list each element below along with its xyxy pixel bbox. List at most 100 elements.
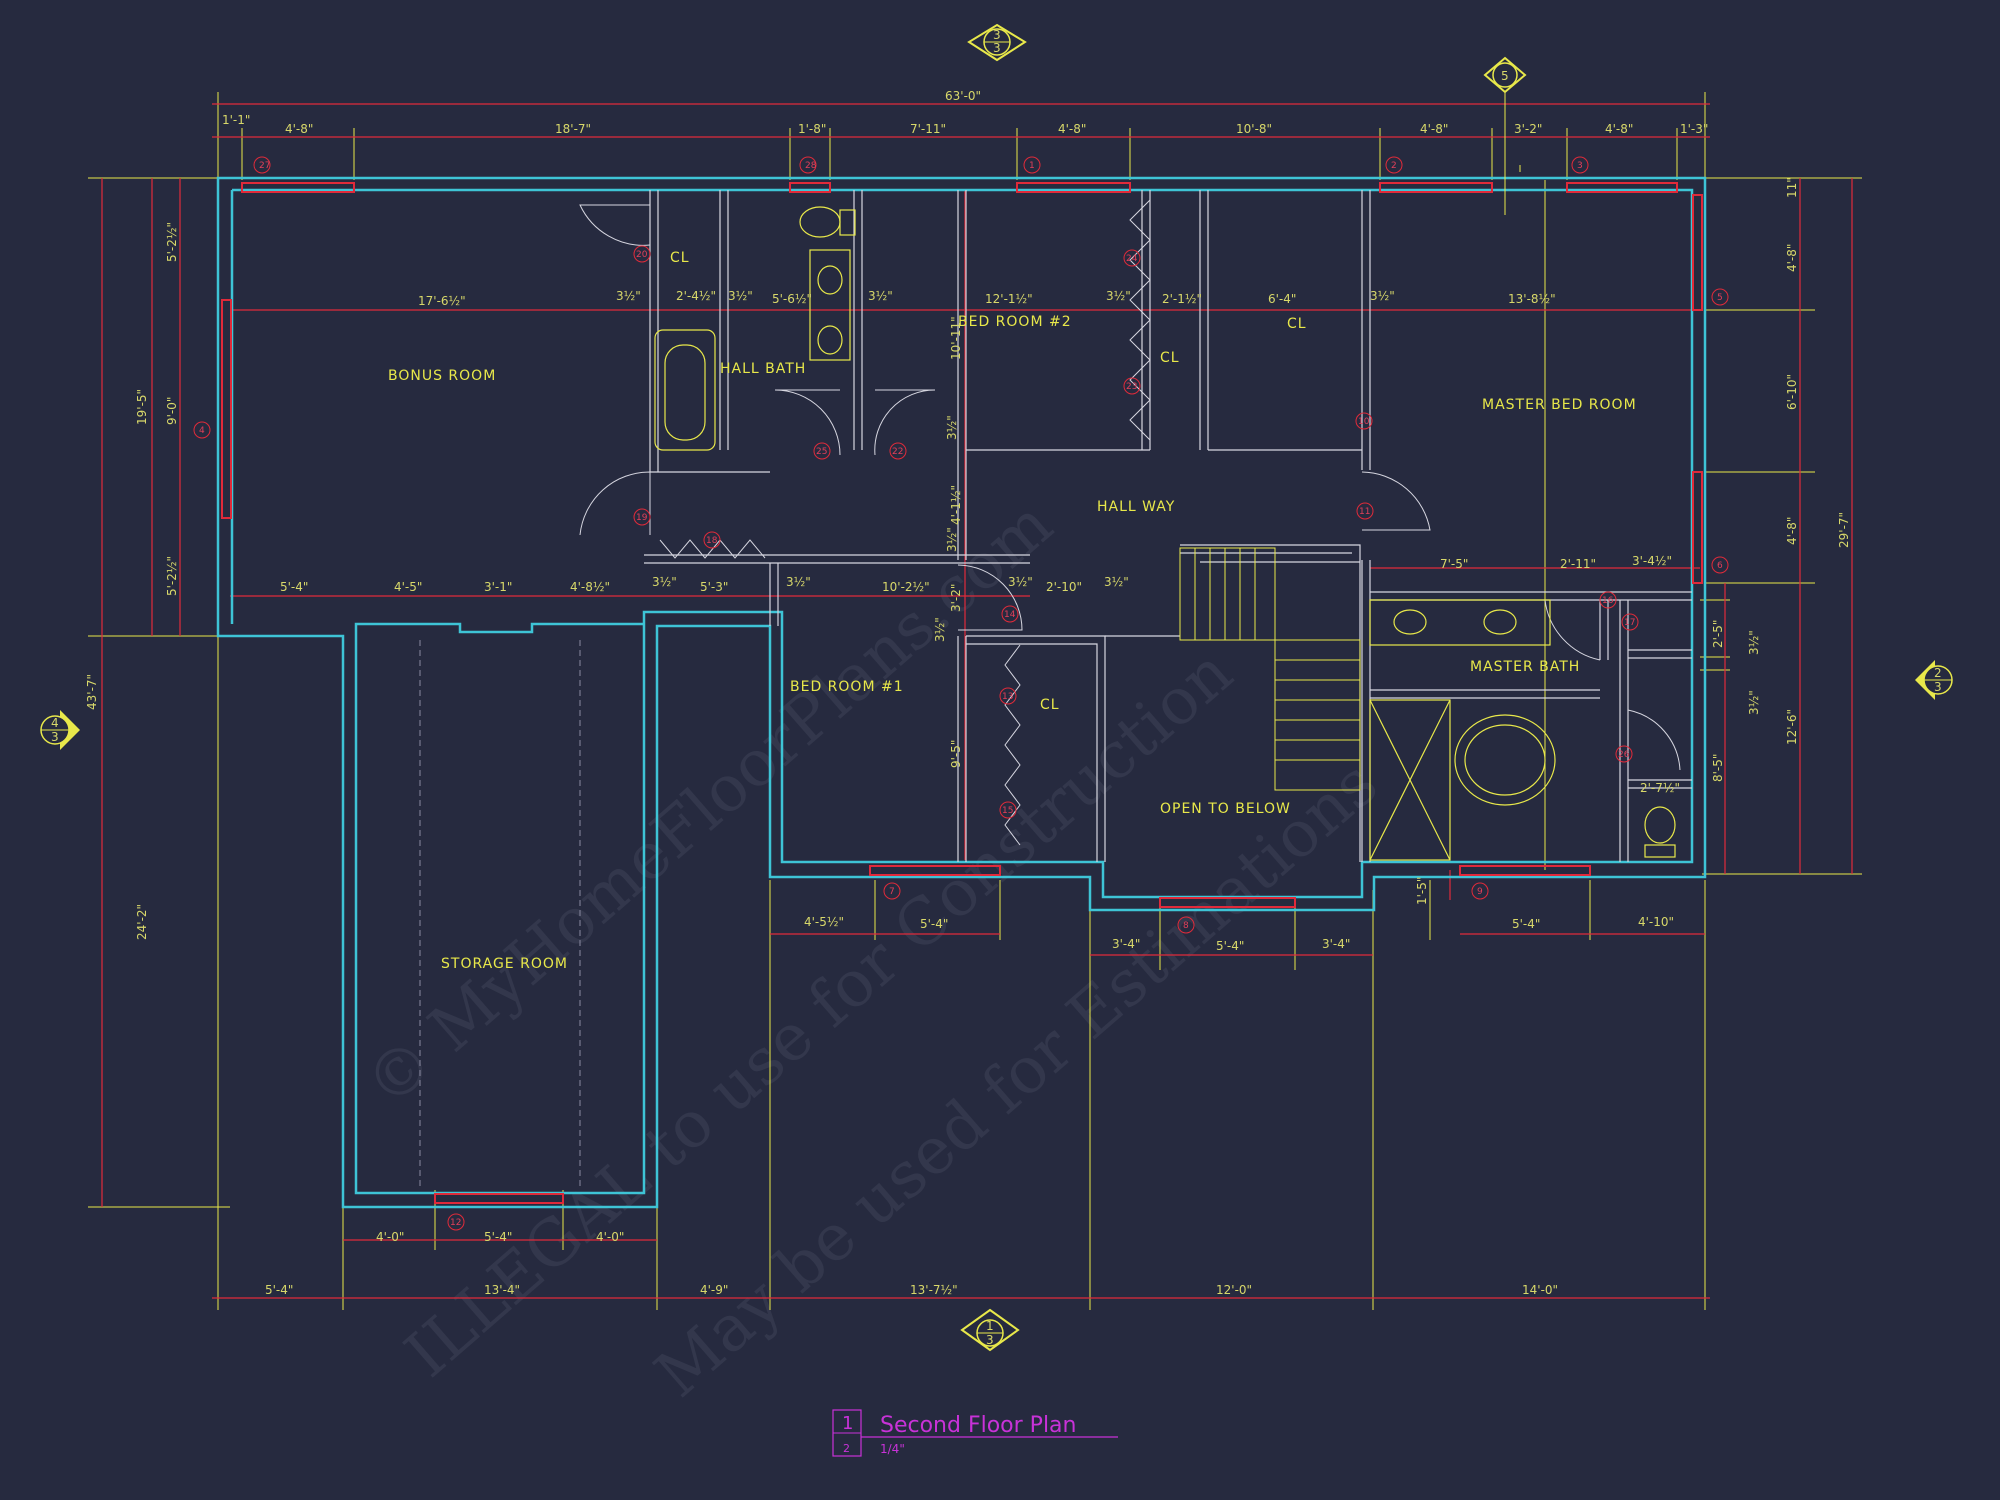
dim-right-inner: 11" xyxy=(1785,177,1799,198)
tag-label: 9 xyxy=(1477,887,1483,897)
section-marker-top[interactable]: 3 3 xyxy=(967,23,1027,62)
tag-label: 7 xyxy=(889,887,895,897)
dim-wc: 2'-7½" xyxy=(1640,781,1680,795)
room-master-bath: MASTER BATH xyxy=(1470,659,1580,675)
dim-top-overall: 63'-0" xyxy=(945,89,981,103)
dim-bottom-overall: 4'-9" xyxy=(700,1283,728,1297)
plan-scale: 1/4" xyxy=(880,1442,905,1456)
section-right-num: 2 xyxy=(1934,666,1942,680)
section-left-num: 4 xyxy=(51,716,59,730)
dim-bottom-overall: 13'-4" xyxy=(484,1283,520,1297)
dim-right-inner: 12'-6" xyxy=(1785,709,1799,745)
dim-master-row: 7'-5" xyxy=(1440,557,1468,571)
dim-right-bath: 3½" xyxy=(1747,690,1761,715)
section-top-num: 3 xyxy=(993,28,1001,42)
dim-interior-mid: 10'-2½" xyxy=(882,580,930,594)
section-top-sheet: 3 xyxy=(993,41,1001,55)
section-marker-left[interactable]: 4 3 xyxy=(40,710,80,750)
dim-interior-top: 2'-4½" xyxy=(676,289,716,303)
tag-label: 10 xyxy=(1358,417,1370,427)
dim-interior-top: 3½" xyxy=(616,289,641,303)
tag-label: 13 xyxy=(1002,692,1013,702)
room-open-below: OPEN TO BELOW xyxy=(1160,801,1291,817)
dim-bed1-bottom: 5'-4" xyxy=(920,917,948,931)
tag-label: 17 xyxy=(1624,618,1635,628)
tag-label: 19 xyxy=(636,513,648,523)
room-bed2: BED ROOM #2 xyxy=(958,314,1072,330)
dim-master-bottom: 1'-5" xyxy=(1415,877,1429,905)
dim-right-inner: 4'-8" xyxy=(1785,517,1799,545)
dim-top-segment: 18'-7" xyxy=(555,122,591,136)
plan-title: Second Floor Plan xyxy=(880,1413,1077,1438)
dim-top-segment: 10'-8" xyxy=(1236,122,1272,136)
dim-left-lower: 24'-2" xyxy=(135,904,149,940)
dim-master-bottom: 4'-10" xyxy=(1638,915,1674,929)
tag-label: 12 xyxy=(450,1218,461,1228)
room-closet-2: CL xyxy=(1160,350,1180,366)
doors xyxy=(579,199,1681,846)
dim-storage-bottom: 4'-0" xyxy=(596,1230,624,1244)
dim-bottom-overall: 13'-7½" xyxy=(910,1283,958,1297)
dim-top-segment: 1'-1" xyxy=(222,113,250,127)
dim-right-inner: 6'-10" xyxy=(1785,374,1799,410)
dim-left-outer: 43'-7" xyxy=(85,674,99,710)
element-tag-labels: 20 25 22 19 18 24 23 10 11 14 13 15 16 1… xyxy=(199,161,1723,1228)
tag-label: 4 xyxy=(199,426,205,436)
tag-label: 24 xyxy=(1126,254,1138,264)
dim-top-segment: 3'-2" xyxy=(1514,122,1542,136)
tag-label: 16 xyxy=(1602,596,1614,606)
fixtures xyxy=(654,206,1676,861)
dim-right-bath: 3½" xyxy=(1747,630,1761,655)
dim-interior-top: 17'-6½" xyxy=(418,294,466,308)
room-closet-3: CL xyxy=(1287,316,1307,332)
dim-bottom-overall: 14'-0" xyxy=(1522,1283,1558,1297)
dim-interior-top: 3½" xyxy=(1370,289,1395,303)
room-hall-bath: HALL BATH xyxy=(720,361,806,377)
dim-master-bottom: 5'-4" xyxy=(1512,917,1540,931)
section-left-sheet: 3 xyxy=(51,730,59,744)
dim-interior-top: 2'-1½" xyxy=(1162,292,1202,306)
tag-label: 20 xyxy=(636,250,648,260)
room-bed1: BED ROOM #1 xyxy=(790,679,904,695)
dimension-lines xyxy=(101,103,1853,1299)
tag-label: 26 xyxy=(1618,750,1630,760)
dim-interior-top: 13'-8½" xyxy=(1508,292,1556,306)
tag-label: 27 xyxy=(259,161,270,171)
dim-top-segment: 7'-11" xyxy=(910,122,946,136)
dimension-labels: 63'-0" 1'-1" 4'-8" 18'-7" 1'-8" 7'-11" 4… xyxy=(85,89,1851,1297)
dim-hall-vert: 4'-1½" xyxy=(949,485,963,525)
section-marker-top-right[interactable]: 5 xyxy=(1483,56,1527,215)
dim-left-inner: 9'-0" xyxy=(165,397,179,425)
dim-top-segment: 4'-8" xyxy=(1420,122,1448,136)
dim-right-inner: 4'-8" xyxy=(1785,244,1799,272)
tag-label: 6 xyxy=(1717,561,1723,571)
dim-interior-top: 3½" xyxy=(1106,289,1131,303)
dim-right-outer: 29'-7" xyxy=(1837,512,1851,548)
tag-label: 5 xyxy=(1717,293,1723,303)
dim-top-segment: 4'-8" xyxy=(285,122,313,136)
tag-label: 18 xyxy=(706,536,718,546)
dim-top-segment: 4'-8" xyxy=(1605,122,1633,136)
dim-bed1-vert: 3'-2" xyxy=(949,584,963,612)
section-marker-bottom[interactable]: 1 3 xyxy=(960,1308,1020,1352)
room-hall-way: HALL WAY xyxy=(1097,499,1175,515)
dim-right-bath: 8'-5" xyxy=(1711,754,1725,782)
section-marker-right[interactable]: 2 3 xyxy=(1915,660,1953,700)
interior-walls xyxy=(644,190,1692,862)
tag-label: 8 xyxy=(1183,921,1189,931)
storage-lines xyxy=(419,640,581,1190)
dim-hall-vert: 3½" xyxy=(945,527,959,552)
title-block: 1 2 Second Floor Plan 1/4" xyxy=(832,1409,1118,1457)
element-tags xyxy=(193,156,1729,1231)
dim-storage-bottom: 4'-0" xyxy=(376,1230,404,1244)
dim-top-segment: 4'-8" xyxy=(1058,122,1086,136)
tag-label: 22 xyxy=(892,447,903,457)
dim-interior-top: 5'-6½" xyxy=(772,292,812,306)
windows xyxy=(221,182,1703,1204)
title-sheet: 2 xyxy=(843,1442,850,1455)
section-tr-num: 5 xyxy=(1501,69,1509,83)
dim-interior-mid: 3½" xyxy=(652,575,677,589)
section-bottom-sheet: 3 xyxy=(986,1333,994,1347)
tag-label: 23 xyxy=(1126,382,1137,392)
